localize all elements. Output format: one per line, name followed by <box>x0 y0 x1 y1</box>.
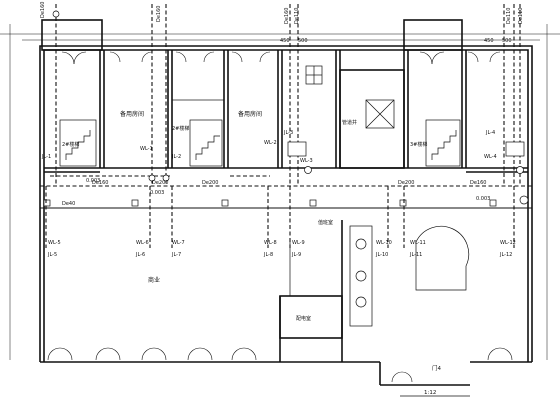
electric-room <box>279 220 470 362</box>
riser-label-wl6: WL-6 <box>136 240 149 246</box>
label-de160-right: De160 <box>470 180 486 186</box>
riser-label-jl3: JL-3 <box>283 130 293 136</box>
room-label-electric: 配电室 <box>296 315 311 322</box>
riser-label-jl12: JL-12 <box>499 252 512 258</box>
label-slope-b: 0.003 <box>150 190 164 196</box>
room-label-stair-2-mid: 2#楼梯 <box>172 125 189 132</box>
pipe-label-de160-c: De160 <box>284 8 290 24</box>
pipe-label-de110-a: De110 <box>294 8 300 24</box>
dim-450-right: 450 <box>484 38 494 44</box>
elevator-core <box>305 65 405 169</box>
riser-label-wl10: WL-10 <box>376 240 392 246</box>
doors-top <box>61 51 501 65</box>
label-de200-b: De200 <box>202 180 218 186</box>
room-label-spare-mid: 备用房间 <box>238 110 262 118</box>
room-label-spare-left: 备用房间 <box>120 110 144 118</box>
scale-label: 1:12 <box>424 390 436 396</box>
label-de160-left: De160 <box>92 180 108 186</box>
label-de40: De40 <box>62 201 75 207</box>
riser-labels-upper: JL-1 WL-1 JL-2 WL-2 JL-3 WL-3 JL-4 WL-4 <box>41 130 497 164</box>
riser-label-jl10: JL-10 <box>375 252 388 258</box>
riser-label-wl2: WL-2 <box>264 140 277 146</box>
riser-label-jl11: JL-11 <box>409 252 422 258</box>
door-label: 门4 <box>432 364 442 372</box>
label-slope-c: 0.003 <box>476 196 490 202</box>
pipe-label-de160-b: De160 <box>156 6 162 22</box>
riser-label-jl6: JL-6 <box>135 252 145 258</box>
room-label-stair-3: 3#楼梯 <box>410 141 427 148</box>
stair-right <box>425 119 461 167</box>
riser-fixtures <box>52 10 529 205</box>
riser-labels-lower: WL-5 JL-5 WL-6 JL-6 WL-7 JL-7 WL-8 JL-8 … <box>47 240 516 258</box>
riser-label-jl2: JL-2 <box>171 154 181 160</box>
riser-label-wl9: WL-9 <box>292 240 305 246</box>
riser-label-jl9: JL-9 <box>291 252 301 258</box>
room-label-duty: 值班室 <box>318 219 333 226</box>
dim-500-right: 500 <box>502 38 512 44</box>
riser-label-wl1: WL-1 <box>140 146 153 152</box>
riser-label-wl12: WL-12 <box>500 240 516 246</box>
riser-label-jl7: JL-7 <box>171 252 181 258</box>
room-labels: 备用房间 备用房间 2#楼梯 2#楼梯 3#楼梯 商业 管道井 配电室 值班室 <box>62 110 427 322</box>
stair-mid <box>189 119 223 167</box>
interior-walls <box>44 50 528 173</box>
riser-label-wl11: WL-11 <box>410 240 426 246</box>
label-slope-a: 0.003 <box>86 178 100 184</box>
riser-label-wl7: WL-7 <box>172 240 185 246</box>
riser-label-wl3: WL-3 <box>300 158 313 164</box>
room-label-shaft: 管道井 <box>342 119 357 126</box>
riser-label-jl8: JL-8 <box>263 252 273 258</box>
riser-label-jl5: JL-5 <box>47 252 57 258</box>
dim-450-left: 450 <box>280 38 290 44</box>
top-labels: 450 500 450 500 De160 De160 De160 De110 … <box>40 2 524 44</box>
riser-label-wl5: WL-5 <box>48 240 61 246</box>
riser-label-jl4: JL-4 <box>485 130 495 136</box>
room-label-stair-2-left: 2#楼梯 <box>62 141 79 148</box>
pipe-label-de110-b: De110 <box>506 8 512 24</box>
riser-label-wl4: WL-4 <box>484 154 497 160</box>
label-de200-a: De200 <box>152 180 168 186</box>
stair-left <box>59 119 97 167</box>
room-label-shop: 商业 <box>148 276 160 284</box>
main-pipe-labels: De160 De160 De200 De200 De200 De40 0.003… <box>62 178 490 207</box>
columns <box>43 199 497 207</box>
pipe-label-de110-c: De110 <box>518 8 524 24</box>
pipe-label-de160-a: De160 <box>40 2 46 18</box>
bottom-labels: 门4 1:12 <box>400 364 470 397</box>
riser-label-wl8: WL-8 <box>264 240 277 246</box>
label-de200-c: De200 <box>398 180 414 186</box>
doors-bottom <box>47 347 513 383</box>
dim-500-left: 500 <box>298 38 308 44</box>
riser-label-jl1: JL-1 <box>41 154 51 160</box>
outer-walls <box>39 19 533 386</box>
main-pipes <box>40 175 532 209</box>
grid-lines <box>0 24 560 360</box>
